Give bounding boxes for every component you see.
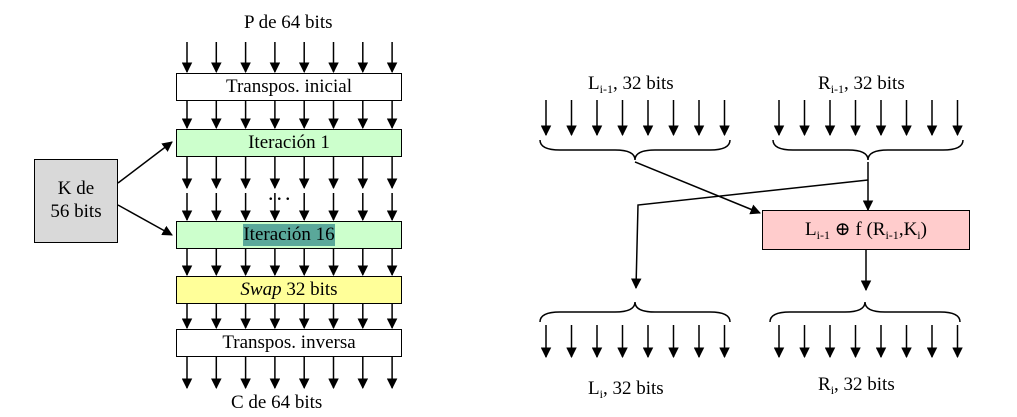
final-permutation-box: Transpos. inversa xyxy=(176,329,402,357)
brace-r-in xyxy=(772,139,964,161)
right-bit-arrows xyxy=(540,100,963,359)
ellipsis: ... xyxy=(268,180,294,205)
l-output-label: Li, 32 bits xyxy=(588,378,664,401)
swap-label: Swap 32 bits xyxy=(240,279,338,300)
key-box: K de 56 bits xyxy=(34,159,118,243)
r-to-lout-arrow xyxy=(630,179,869,290)
final-permutation-label: Transpos. inversa xyxy=(222,332,356,353)
r-output-label: Ri, 32 bits xyxy=(818,374,895,397)
feistel-function-label: Li-1 ⊕ f (Ri-1,Ki) xyxy=(805,218,927,242)
key-arrows xyxy=(117,141,173,236)
iteration-1-label: Iteración 1 xyxy=(248,132,330,153)
brace-r-out xyxy=(769,301,961,323)
feistel-function-box: Li-1 ⊕ f (Ri-1,Ki) xyxy=(762,210,970,250)
braces xyxy=(539,139,964,323)
brace-l-in xyxy=(539,139,731,161)
feistel-arrows xyxy=(630,161,874,292)
iteration-16-box: Iteración 16 xyxy=(176,221,402,249)
iteration-1-box: Iteración 1 xyxy=(176,129,402,157)
brace-l-out xyxy=(539,301,731,323)
l-to-func-arrow xyxy=(634,161,761,215)
initial-permutation-label: Transpos. inicial xyxy=(226,76,352,97)
input-block-label: P de 64 bits xyxy=(244,12,333,33)
iteration-16-label: Iteración 16 xyxy=(243,224,335,246)
swap-box: Swap 32 bits xyxy=(176,276,402,304)
r-input-label: Ri-1, 32 bits xyxy=(818,73,905,96)
initial-permutation-box: Transpos. inicial xyxy=(176,73,402,101)
output-block-label: C de 64 bits xyxy=(231,392,323,413)
key-label-line2: 56 bits xyxy=(50,201,102,222)
l-input-label: Li-1, 32 bits xyxy=(588,73,674,96)
left-bit-arrows xyxy=(181,42,398,390)
key-label-line1: K de xyxy=(57,178,95,200)
